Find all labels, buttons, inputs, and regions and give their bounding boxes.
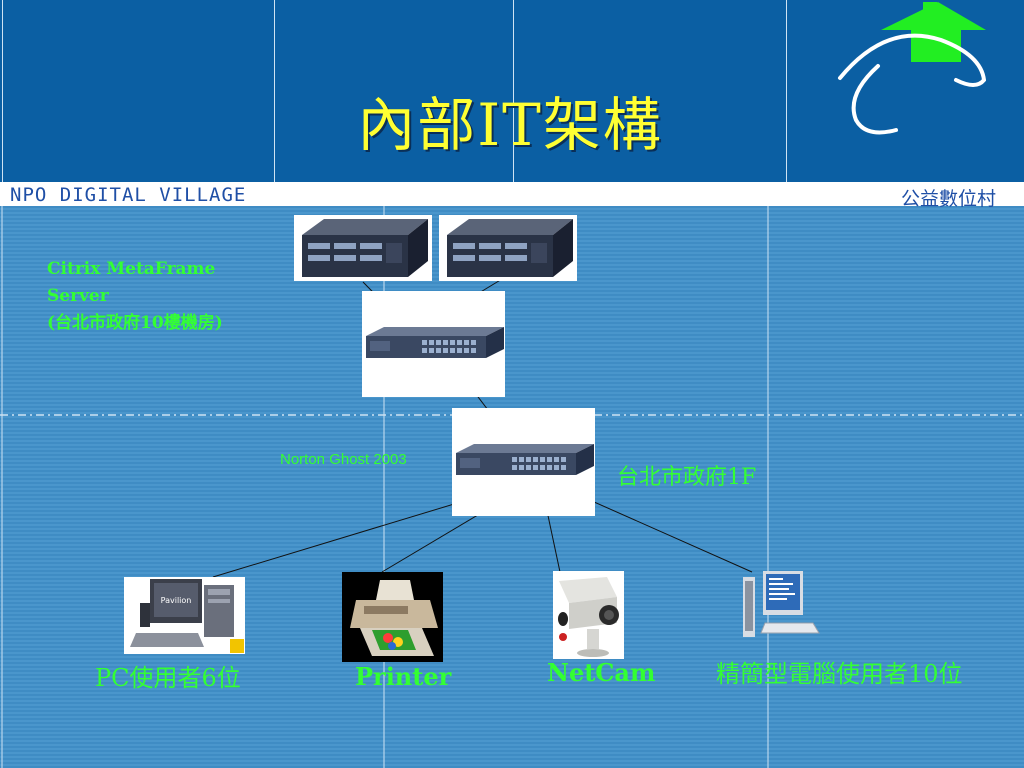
divider	[2, 0, 3, 182]
brand-bar	[0, 182, 1024, 206]
network-switch-icon	[366, 327, 504, 358]
server-label-line: Server	[47, 286, 109, 306]
thin-client-icon	[743, 571, 820, 637]
rack-server-icon	[302, 219, 428, 277]
netcam-label: NetCam	[547, 658, 656, 687]
netcam-device	[553, 571, 624, 659]
thin-client-users-label: 精簡型電腦使用者10位	[716, 660, 963, 688]
rack-server-icon	[447, 219, 573, 277]
printer-icon	[350, 580, 438, 656]
network-switch-1	[362, 291, 505, 397]
network-switch-2	[452, 408, 595, 516]
rack-server-1	[294, 215, 432, 281]
logo	[826, 0, 987, 150]
pc-brand-text: Pavilion	[161, 596, 192, 605]
printer-label: Printer	[355, 662, 452, 691]
divider	[786, 0, 787, 182]
divider	[274, 0, 275, 182]
desktop-pc-icon: Pavilion	[130, 579, 244, 653]
divider	[513, 0, 514, 182]
server-label: Citrix MetaFrame Server (台北市政府10樓機房)	[47, 256, 297, 337]
floor-location-label: 台北市政府1F	[617, 465, 757, 490]
pc-users-label: PC使用者6位	[95, 664, 241, 692]
brand-name-english: NPO DIGITAL VILLAGE	[10, 184, 247, 206]
network-camera-icon	[558, 577, 619, 657]
rack-server-2	[439, 215, 577, 281]
page-title: 內部IT架構	[357, 91, 663, 159]
pc-device: Pavilion	[124, 577, 245, 654]
printer-device	[342, 572, 443, 662]
thin-client-device	[741, 571, 820, 638]
brand-name-chinese: 公益數位村	[900, 188, 996, 210]
server-label-line: Citrix MetaFrame	[47, 259, 216, 279]
ghost-software-label: Norton Ghost 2003	[280, 451, 407, 468]
house-logo-icon	[838, 2, 987, 135]
network-switch-icon	[456, 444, 594, 475]
server-label-line: (台北市政府10樓機房)	[47, 313, 223, 333]
